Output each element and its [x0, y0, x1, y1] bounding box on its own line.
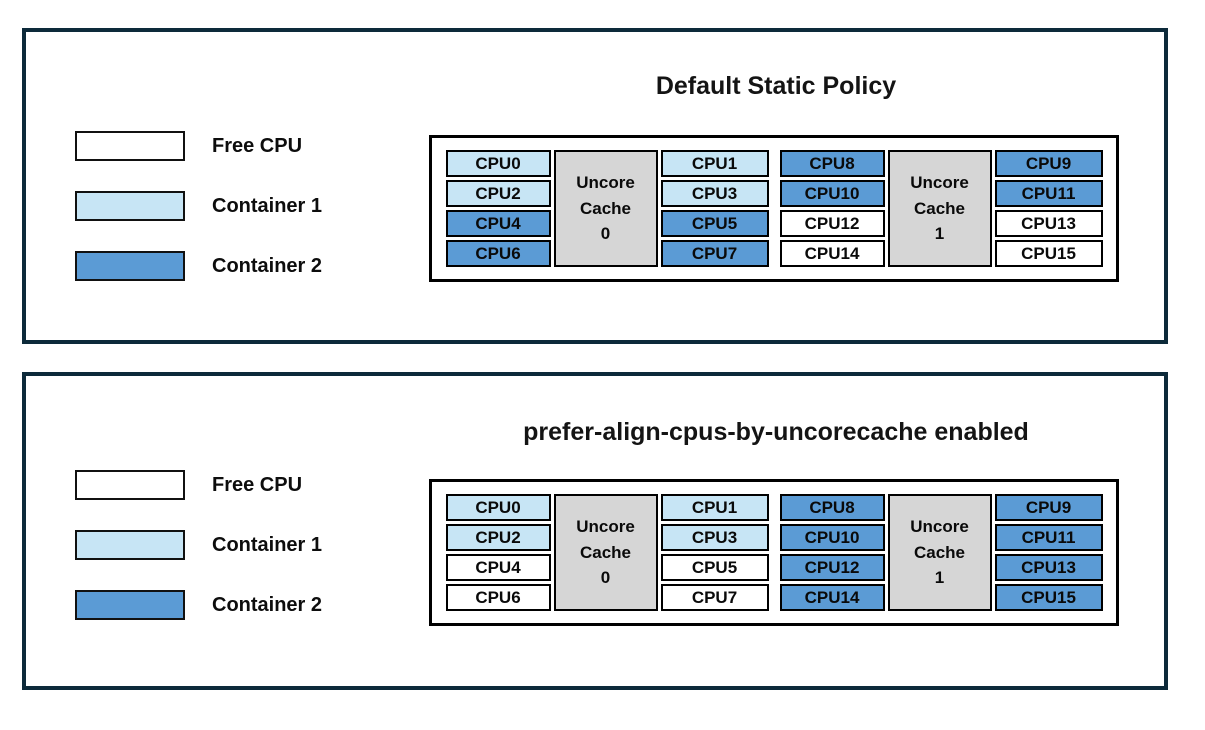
cpu-column-right: CPU1 CPU3 CPU5 CPU7	[660, 494, 769, 611]
cpu-cell: CPU1	[660, 494, 769, 521]
legend: Free CPU Container 1 Container 2	[75, 131, 322, 281]
default-static-policy-panel: Default Static Policy Free CPU Container…	[22, 28, 1168, 344]
cpu-cell: CPU7	[660, 584, 769, 611]
container-2-swatch	[75, 251, 185, 281]
cpu-cell: CPU10	[779, 524, 885, 551]
cpu-cell: CPU5	[660, 210, 769, 237]
cpu-cell: CPU2	[445, 180, 551, 207]
cpu-cell: CPU12	[779, 554, 885, 581]
cpu-topology-diagram: CPU0 CPU2 CPU4 CPU6 Uncore Cache 0 CPU1 …	[429, 135, 1119, 282]
cpu-cell: CPU5	[660, 554, 769, 581]
cpu-cell: CPU12	[779, 210, 885, 237]
cpu-cell: CPU4	[445, 554, 551, 581]
uncore-cache-group-1: CPU8 CPU10 CPU12 CPU14 Uncore Cache 1 CP…	[779, 494, 1103, 611]
container-1-swatch	[75, 530, 185, 560]
panel-title: prefer-align-cpus-by-uncorecache enabled	[523, 418, 1029, 446]
uncore-cache-0: Uncore Cache 0	[553, 494, 658, 611]
cpu-topology-diagram: CPU0 CPU2 CPU4 CPU6 Uncore Cache 0 CPU1 …	[429, 479, 1119, 626]
cpu-cell: CPU1	[660, 150, 769, 177]
legend-label: Container 2	[212, 254, 323, 277]
legend-item-container-2: Container 2	[75, 251, 322, 281]
cpu-cell: CPU7	[660, 240, 769, 267]
legend-label: Free CPU	[212, 473, 303, 496]
free-cpu-swatch	[75, 131, 185, 161]
legend: Free CPU Container 1 Container 2	[75, 470, 322, 620]
uncore-cache-group-1: CPU8 CPU10 CPU12 CPU14 Uncore Cache 1 CP…	[779, 150, 1103, 267]
uncore-cache-1: Uncore Cache 1	[887, 494, 992, 611]
cpu-cell: CPU0	[445, 150, 551, 177]
uncore-cache-0: Uncore Cache 0	[553, 150, 658, 267]
cpu-cell: CPU14	[779, 240, 885, 267]
legend-label: Container 1	[212, 194, 323, 217]
container-2-swatch	[75, 590, 185, 620]
legend-item-container-2: Container 2	[75, 590, 322, 620]
legend-label: Container 1	[212, 533, 323, 556]
cpu-cell: CPU2	[445, 524, 551, 551]
cpu-column-left: CPU8 CPU10 CPU12 CPU14	[779, 150, 885, 267]
free-cpu-swatch	[75, 470, 185, 500]
cpu-column-left: CPU0 CPU2 CPU4 CPU6	[445, 494, 551, 611]
cpu-cell: CPU10	[779, 180, 885, 207]
cpu-cell: CPU13	[994, 554, 1103, 581]
cpu-cell: CPU4	[445, 210, 551, 237]
cpu-column-right: CPU1 CPU3 CPU5 CPU7	[660, 150, 769, 267]
container-1-swatch	[75, 191, 185, 221]
legend-item-container-1: Container 1	[75, 530, 322, 560]
legend-item-free-cpu: Free CPU	[75, 131, 322, 161]
cpu-cell: CPU15	[994, 240, 1103, 267]
cpu-cell: CPU3	[660, 180, 769, 207]
cpu-cell: CPU14	[779, 584, 885, 611]
cpu-column-left: CPU8 CPU10 CPU12 CPU14	[779, 494, 885, 611]
uncore-cache-group-0: CPU0 CPU2 CPU4 CPU6 Uncore Cache 0 CPU1 …	[445, 150, 769, 267]
cpu-cell: CPU6	[445, 240, 551, 267]
panel-title: Default Static Policy	[655, 72, 897, 100]
cpu-cell: CPU11	[994, 524, 1103, 551]
cpu-cell: CPU15	[994, 584, 1103, 611]
cpu-column-left: CPU0 CPU2 CPU4 CPU6	[445, 150, 551, 267]
uncore-cache-1: Uncore Cache 1	[887, 150, 992, 267]
cpu-cell: CPU0	[445, 494, 551, 521]
cpu-cell: CPU13	[994, 210, 1103, 237]
cpu-cell: CPU9	[994, 494, 1103, 521]
cpu-column-right: CPU9 CPU11 CPU13 CPU15	[994, 494, 1103, 611]
cpu-cell: CPU3	[660, 524, 769, 551]
legend-label: Free CPU	[212, 134, 303, 157]
cpu-cell: CPU6	[445, 584, 551, 611]
cpu-cell: CPU9	[994, 150, 1103, 177]
cpu-cell: CPU8	[779, 150, 885, 177]
legend-label: Container 2	[212, 593, 323, 616]
cpu-cell: CPU8	[779, 494, 885, 521]
cpu-cell: CPU11	[994, 180, 1103, 207]
legend-item-container-1: Container 1	[75, 191, 322, 221]
uncore-cache-group-0: CPU0 CPU2 CPU4 CPU6 Uncore Cache 0 CPU1 …	[445, 494, 769, 611]
prefer-align-uncorecache-panel: prefer-align-cpus-by-uncorecache enabled…	[22, 372, 1168, 690]
legend-item-free-cpu: Free CPU	[75, 470, 322, 500]
cpu-column-right: CPU9 CPU11 CPU13 CPU15	[994, 150, 1103, 267]
